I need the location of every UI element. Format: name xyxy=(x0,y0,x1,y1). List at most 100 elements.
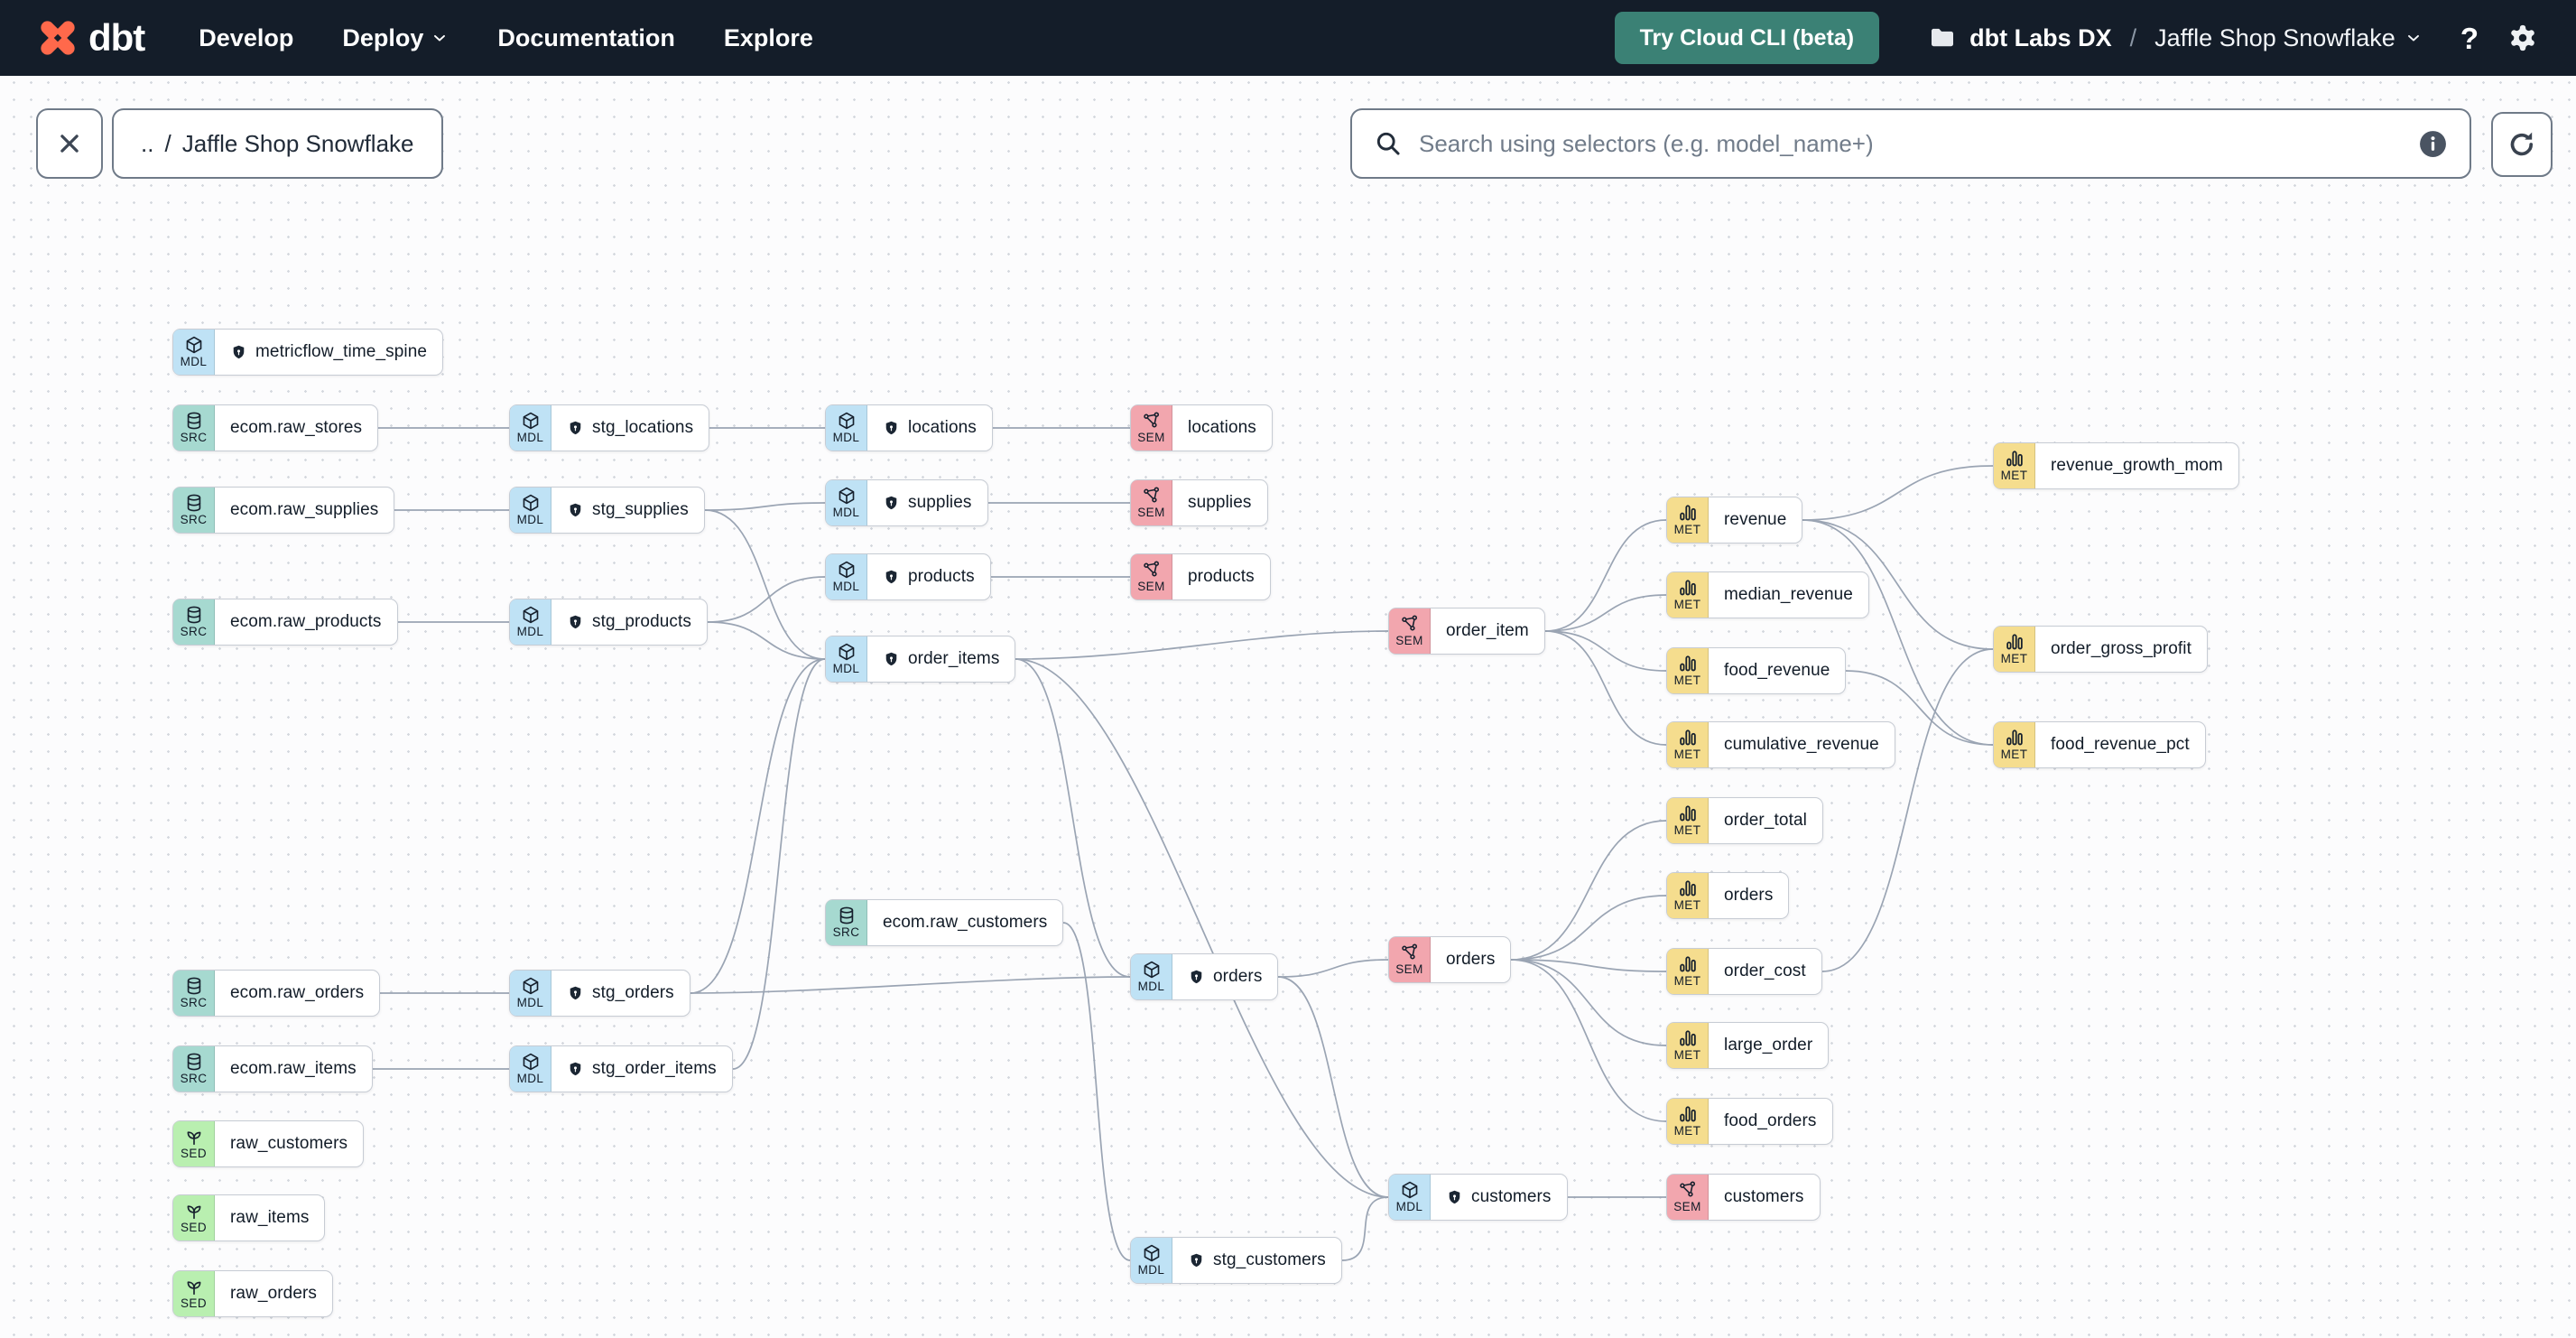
edge-mdl_orders-to-mdl_customers xyxy=(1277,976,1389,1198)
metric-chart-icon: MET xyxy=(1994,722,2035,767)
protected-shield-icon xyxy=(1191,970,1202,983)
metric-chart-icon: MET xyxy=(1667,798,1709,843)
protected-shield-icon xyxy=(1449,1190,1460,1203)
help-button[interactable]: ? xyxy=(2460,21,2479,55)
graph-node-sem_supplies[interactable]: SEM supplies xyxy=(1130,479,1268,526)
nav-icon-group: ? xyxy=(2460,23,2538,53)
node-label: raw_customers xyxy=(230,1134,348,1153)
graph-node-met_cumulative_revenue[interactable]: MET cumulative_revenue xyxy=(1666,721,1895,768)
refresh-icon xyxy=(2510,132,2534,156)
refresh-lineage-button[interactable] xyxy=(2491,112,2553,177)
node-label: ecom.raw_products xyxy=(230,612,382,631)
node-type-label: SRC xyxy=(180,625,208,639)
node-label: supplies xyxy=(1188,493,1252,512)
metric-chart-icon: MET xyxy=(1667,722,1709,767)
model-cube-icon: MDL xyxy=(826,480,867,525)
node-type-label: SEM xyxy=(1137,506,1165,520)
protected-shield-icon xyxy=(570,1062,581,1075)
nav-item-explore[interactable]: Explore xyxy=(723,23,813,51)
account-separator: / xyxy=(2129,23,2137,51)
search-input[interactable] xyxy=(1419,129,2402,158)
graph-node-met_food_revenue_pct[interactable]: MET food_revenue_pct xyxy=(1993,721,2206,768)
graph-node-mdl_stg_products[interactable]: MDL stg_products xyxy=(509,599,708,646)
node-type-label: SEM xyxy=(1137,431,1165,445)
seed-sprout-icon: SED xyxy=(173,1271,215,1316)
close-lineage-button[interactable] xyxy=(36,108,103,179)
node-label: customers xyxy=(1724,1187,1804,1206)
breadcrumb-up-link[interactable]: .. xyxy=(141,129,154,157)
edge-sem_orders-to-met_order_total xyxy=(1510,820,1667,961)
dbt-logo[interactable]: dbt xyxy=(36,16,145,60)
gear-icon[interactable] xyxy=(2507,23,2538,53)
node-label: stg_products xyxy=(592,612,691,631)
try-cloud-cli-button[interactable]: Try Cloud CLI (beta) xyxy=(1614,12,1880,64)
node-label: ecom.raw_customers xyxy=(883,913,1048,932)
info-icon[interactable] xyxy=(2418,129,2448,159)
lineage-breadcrumb: .. / Jaffle Shop Snowflake xyxy=(112,108,443,179)
node-type-label: MET xyxy=(2000,469,2028,483)
model-cube-icon: MDL xyxy=(1131,954,1172,999)
graph-node-sed_raw_orders[interactable]: SED raw_orders xyxy=(172,1270,334,1317)
node-label: ecom.raw_items xyxy=(230,1059,357,1078)
nav-item-deploy[interactable]: Deploy xyxy=(342,24,449,52)
node-type-label: MDL xyxy=(516,996,544,1010)
graph-node-src_ecom_raw_products[interactable]: SRC ecom.raw_products xyxy=(172,599,398,646)
node-label: food_revenue_pct xyxy=(2051,735,2190,754)
project-selector[interactable]: Jaffle Shop Snowflake xyxy=(2154,24,2423,52)
semantic-model-icon: SEM xyxy=(1389,937,1431,982)
model-cube-icon: MDL xyxy=(510,405,551,451)
edge-mdl_stg_supplies-to-mdl_supplies xyxy=(704,502,826,511)
node-type-label: MDL xyxy=(516,625,544,639)
metric-chart-icon: MET xyxy=(1667,648,1709,693)
edge-mdl_stg_order_items-to-mdl_order_items xyxy=(732,658,826,1070)
nav-item-develop[interactable]: Develop xyxy=(199,23,294,51)
protected-shield-icon xyxy=(885,421,897,434)
account-name[interactable]: dbt Labs DX xyxy=(1969,23,2112,51)
metric-chart-icon: MET xyxy=(1667,572,1709,618)
node-label: cumulative_revenue xyxy=(1724,735,1879,754)
edge-sem_order_item-to-met_revenue xyxy=(1544,519,1667,632)
node-label: order_item xyxy=(1446,621,1529,640)
nav-item-documentation[interactable]: Documentation xyxy=(497,23,675,51)
node-label: stg_customers xyxy=(1213,1250,1326,1269)
protected-shield-icon xyxy=(885,496,897,509)
node-label: large_order xyxy=(1724,1036,1813,1055)
node-label: raw_orders xyxy=(230,1284,318,1303)
node-type-label: MET xyxy=(1673,974,1701,989)
